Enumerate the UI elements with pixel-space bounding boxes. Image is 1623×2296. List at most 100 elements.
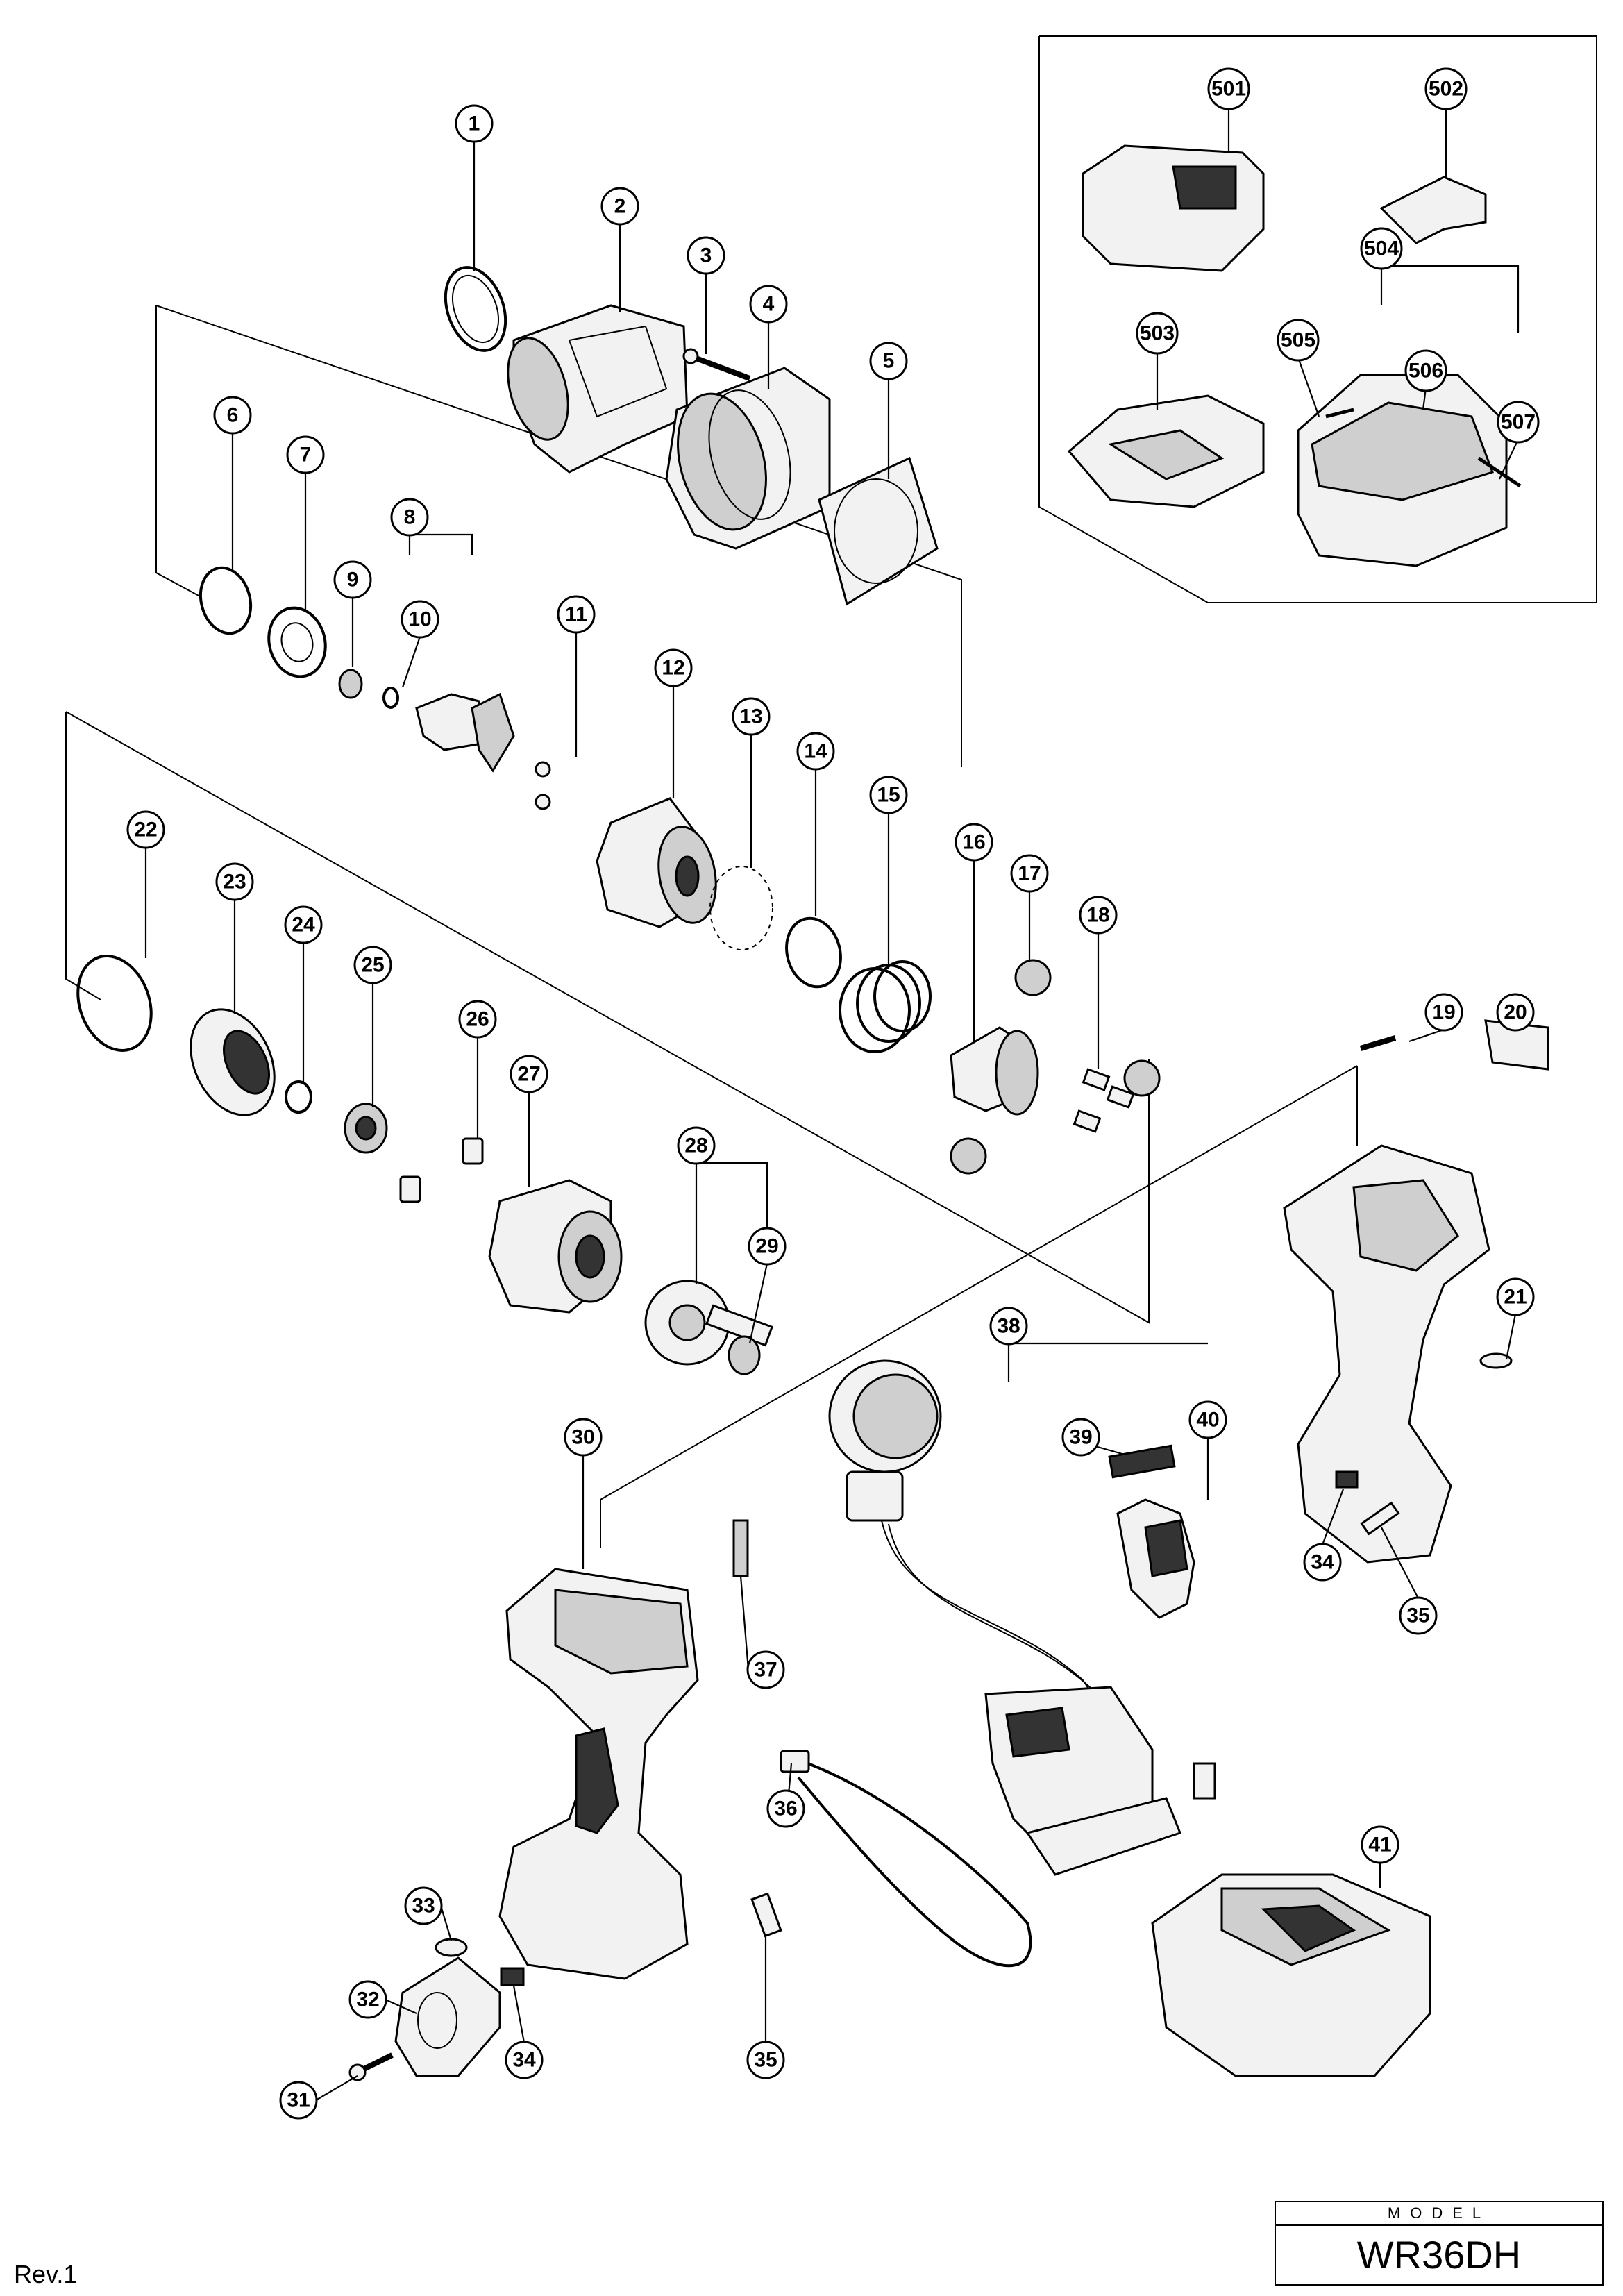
callout-number: 40 (1196, 1409, 1219, 1432)
callout-11: 11 (557, 595, 596, 634)
parts-artwork (65, 35, 1597, 2081)
callout-circle (213, 396, 252, 435)
callout-circle (1496, 1277, 1535, 1316)
callout-circle (1188, 1400, 1227, 1439)
group-frame-lower (65, 711, 1150, 1324)
callout-number: 25 (361, 954, 384, 977)
leader-line (315, 2075, 358, 2101)
callout-circle (1207, 67, 1250, 110)
callout-9: 9 (333, 560, 372, 599)
leader-line (1408, 1028, 1445, 1043)
callout-number: 6 (227, 404, 239, 427)
callout-number: 3 (700, 244, 712, 267)
callout-circle (766, 1789, 805, 1828)
group-frame-upper (155, 305, 962, 767)
callout-number: 10 (408, 608, 431, 631)
callout-31: 31 (279, 2081, 318, 2120)
callout-circle (1360, 227, 1403, 270)
callout-number: 37 (754, 1659, 777, 1682)
leader-line (1297, 357, 1320, 417)
callout-number: 35 (1406, 1604, 1429, 1627)
callout-34: 34 (1303, 1543, 1342, 1582)
callout-number: 31 (287, 2089, 310, 2112)
callout-circle (1497, 401, 1540, 444)
callout-number: 11 (565, 603, 587, 626)
callout-circle (749, 285, 788, 324)
callout-32: 32 (348, 1980, 387, 2019)
callout-22: 22 (126, 810, 165, 849)
bracket-line (410, 533, 473, 555)
leader-line (1505, 1314, 1517, 1360)
callout-17: 17 (1010, 854, 1049, 893)
callout-circle (279, 2081, 318, 2120)
callout-circle (510, 1055, 548, 1093)
callout-number: 13 (739, 705, 762, 728)
callout-circle (869, 342, 908, 380)
callout-number: 507 (1501, 411, 1536, 434)
callout-19: 19 (1424, 993, 1463, 1032)
callout-16: 16 (955, 823, 993, 862)
callout-number: 32 (356, 1988, 379, 2011)
callout-number: 34 (1311, 1551, 1334, 1574)
callout-number: 8 (404, 506, 416, 529)
callout-number: 506 (1408, 360, 1443, 383)
callout-circle (687, 236, 725, 275)
callout-number: 20 (1504, 1001, 1527, 1024)
callout-circle (458, 1000, 497, 1039)
callout-number: 36 (774, 1798, 797, 1820)
callout-circle (564, 1418, 603, 1457)
callout-8: 8 (390, 498, 429, 537)
callout-circle (557, 595, 596, 634)
callout-502: 502 (1424, 67, 1468, 110)
callout-25: 25 (353, 946, 392, 984)
leader-line (401, 636, 421, 688)
group-frame-upper-left (155, 305, 202, 598)
callout-number: 14 (804, 740, 827, 763)
callout-number: 39 (1069, 1426, 1092, 1449)
bracket-line (696, 1162, 768, 1229)
callout-4: 4 (749, 285, 788, 324)
callout-23: 23 (215, 862, 254, 901)
callout-number: 2 (614, 195, 626, 218)
callout-circle (654, 648, 693, 687)
callout-6: 6 (213, 396, 252, 435)
callout-26: 26 (458, 1000, 497, 1039)
model-box: MODEL WR36DH (1275, 2201, 1604, 2286)
callout-34: 34 (505, 2041, 544, 2079)
callout-circle (390, 498, 429, 537)
leader-line (748, 1263, 768, 1344)
callout-33: 33 (404, 1886, 443, 1925)
callout-circle (1361, 1825, 1399, 1864)
callout-number: 7 (300, 444, 312, 467)
leader-line (739, 1575, 750, 1670)
callout-38: 38 (989, 1307, 1028, 1346)
callout-circle (505, 2041, 544, 2079)
group-frame-housing (600, 1065, 1358, 1548)
callout-circle (1424, 67, 1468, 110)
callout-number: 38 (997, 1315, 1020, 1338)
callout-number: 41 (1368, 1834, 1391, 1857)
callout-number: 24 (292, 914, 315, 937)
callout-circle (1424, 993, 1463, 1032)
callout-number: 26 (466, 1008, 489, 1031)
callout-circle (1404, 349, 1447, 392)
callout-number: 17 (1018, 862, 1041, 885)
callout-circle (1079, 896, 1118, 935)
callout-24: 24 (284, 905, 323, 944)
callout-number: 33 (412, 1895, 435, 1918)
leader-lines (144, 106, 1520, 2101)
callout-number: 35 (754, 2049, 777, 2072)
callout-circle (1303, 1543, 1342, 1582)
callout-circle (353, 946, 392, 984)
group-frame-lower-left (65, 712, 101, 1000)
callout-40: 40 (1188, 1400, 1227, 1439)
callout-circle (286, 435, 325, 474)
callout-39: 39 (1061, 1418, 1100, 1457)
callout-504: 504 (1360, 227, 1403, 270)
callout-circle (126, 810, 165, 849)
callout-20: 20 (1496, 993, 1535, 1032)
callout-circle (404, 1886, 443, 1925)
callout-circle (732, 697, 771, 736)
callout-number: 27 (517, 1063, 540, 1086)
